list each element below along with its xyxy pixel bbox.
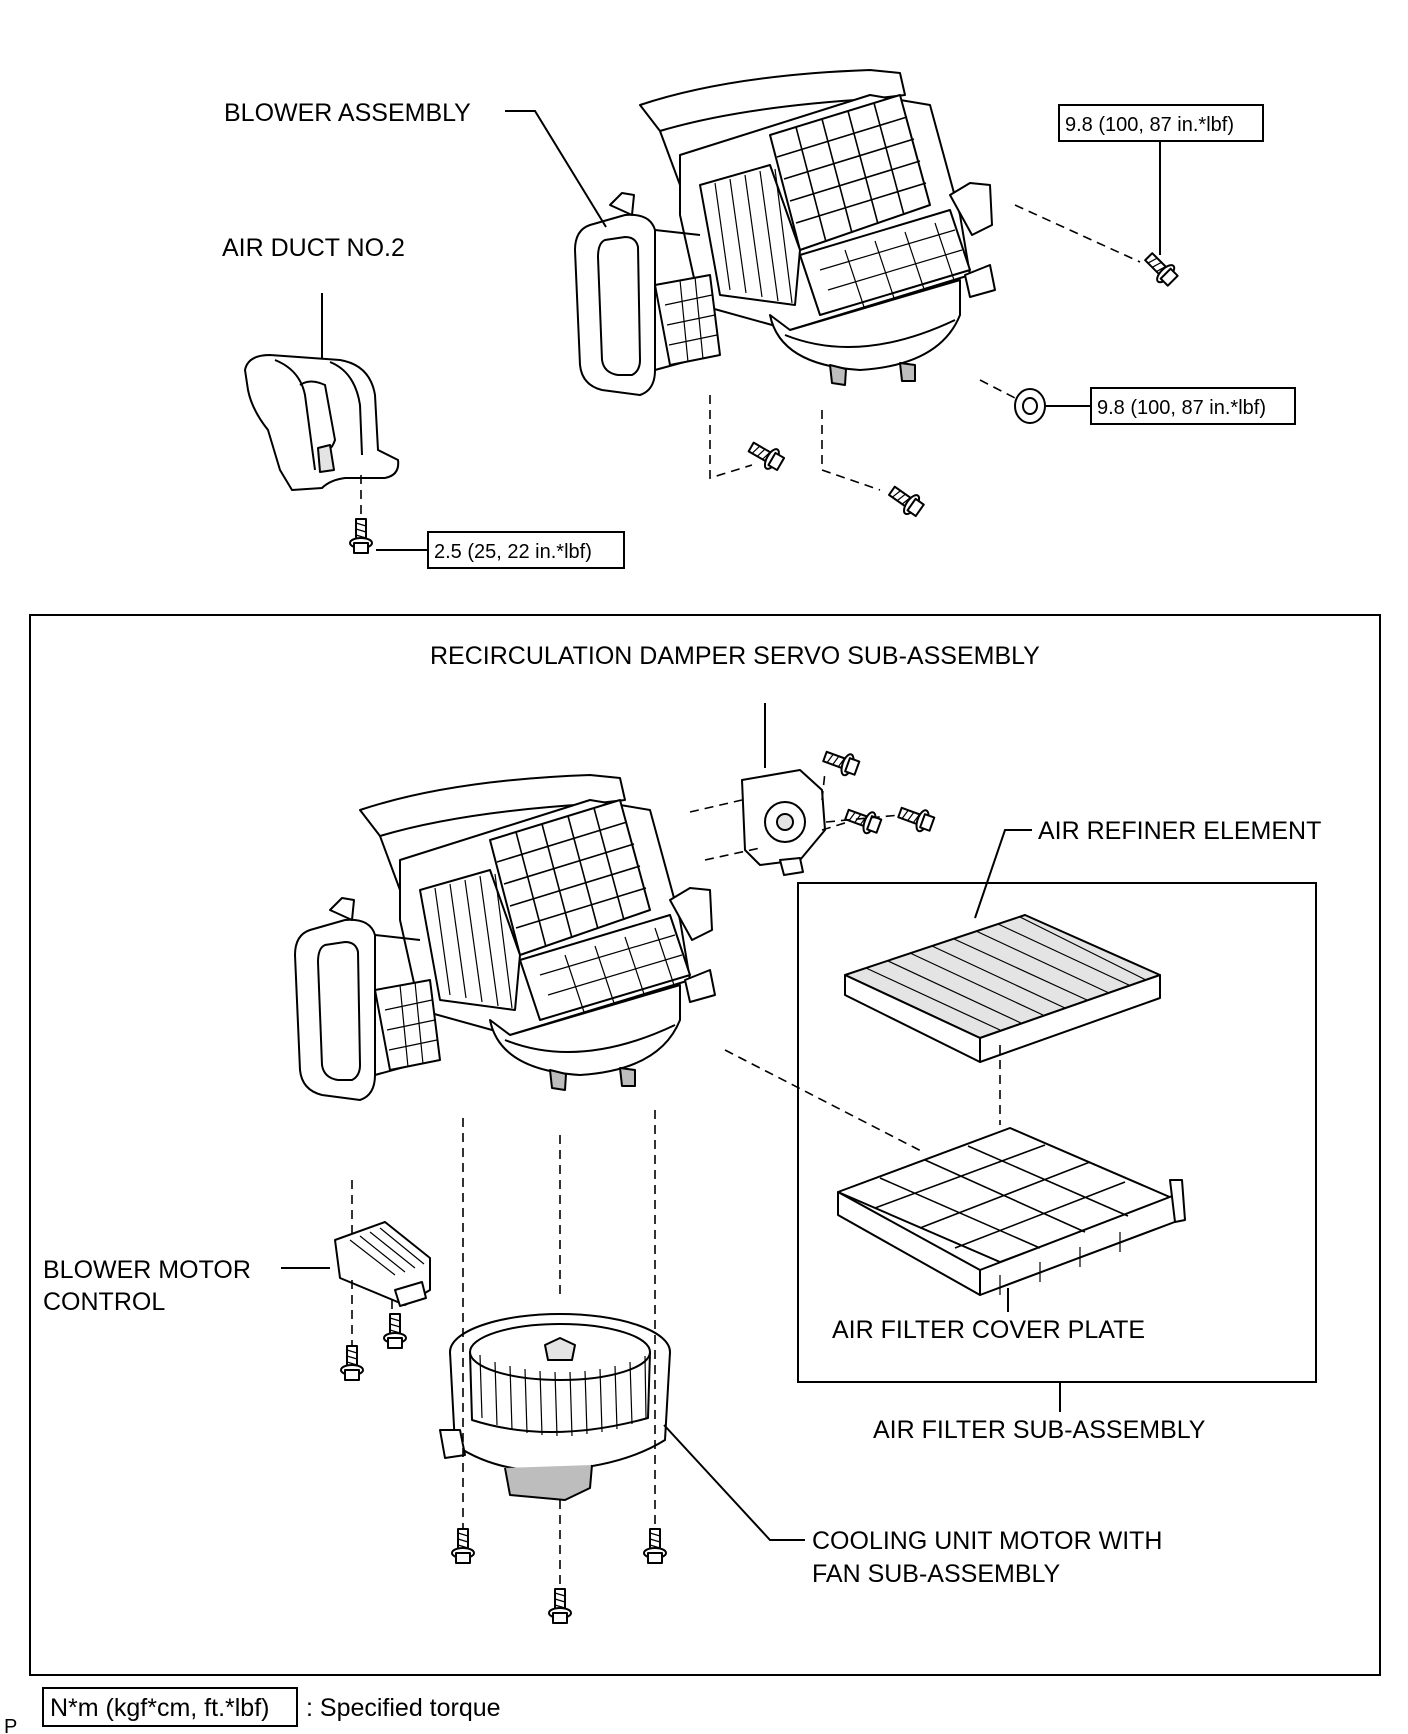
label-recirculation-damper-servo: RECIRCULATION DAMPER SERVO SUB-ASSEMBLY — [430, 642, 1040, 670]
air-filter-cover-plate-part — [837, 1127, 1186, 1296]
recirc-damper-servo-part — [741, 769, 826, 876]
leader-blower-assembly — [505, 110, 607, 228]
cooling-unit-motor-fan-part — [439, 1313, 671, 1501]
label-cooling-motor-line1: COOLING UNIT MOTOR WITH — [812, 1527, 1162, 1555]
torque-box-duct-screw — [427, 531, 625, 569]
label-air-refiner-element: AIR REFINER ELEMENT — [1038, 817, 1321, 845]
torque-legend: N*m (kgf*cm, ft.*lbf) : Specified torque — [42, 1687, 501, 1727]
label-air-duct-no2: AIR DUCT NO.2 — [222, 234, 405, 262]
leader-cooling-unit-motor — [663, 1424, 805, 1541]
air-refiner-element-part — [844, 914, 1161, 1063]
legend-specified-torque: : Specified torque — [306, 1694, 501, 1722]
label-blower-assembly: BLOWER ASSEMBLY — [224, 99, 471, 127]
torque-upper-right-bolt: 9.8 (100, 87 in.*lbf) — [1065, 114, 1234, 136]
lower-blower-exploded-view: RECIRCULATION DAMPER SERVO SUB-ASSEMBLY … — [43, 642, 1321, 1624]
blower-motor-control-part — [334, 1221, 431, 1307]
legend-units-box — [42, 1687, 298, 1727]
nut-part — [1014, 388, 1046, 424]
corner-mark: P — [4, 1716, 17, 1734]
label-cooling-motor-line2: FAN SUB-ASSEMBLY — [812, 1560, 1061, 1588]
air-filter-sub-assembly-box — [797, 882, 1317, 1383]
legend-units: N*m (kgf*cm, ft.*lbf) — [50, 1694, 269, 1722]
torque-box-nut — [1090, 387, 1296, 425]
lower-section-frame — [29, 614, 1381, 1676]
label-blower-motor-control-line2: CONTROL — [43, 1288, 165, 1316]
leader-air-refiner-element — [974, 829, 1032, 919]
torque-duct-screw: 2.5 (25, 22 in.*lbf) — [434, 541, 592, 563]
air-duct-no2-part — [244, 354, 400, 491]
label-air-filter-sub-assembly: AIR FILTER SUB-ASSEMBLY — [873, 1416, 1206, 1444]
label-air-filter-cover-plate: AIR FILTER COVER PLATE — [832, 1316, 1145, 1344]
torque-nut: 9.8 (100, 87 in.*lbf) — [1097, 397, 1266, 419]
label-blower-motor-control-line1: BLOWER MOTOR — [43, 1256, 251, 1284]
upper-blower-assembly-view: BLOWER ASSEMBLY AIR DUCT NO.2 2.5 (25, 2… — [222, 69, 1296, 569]
